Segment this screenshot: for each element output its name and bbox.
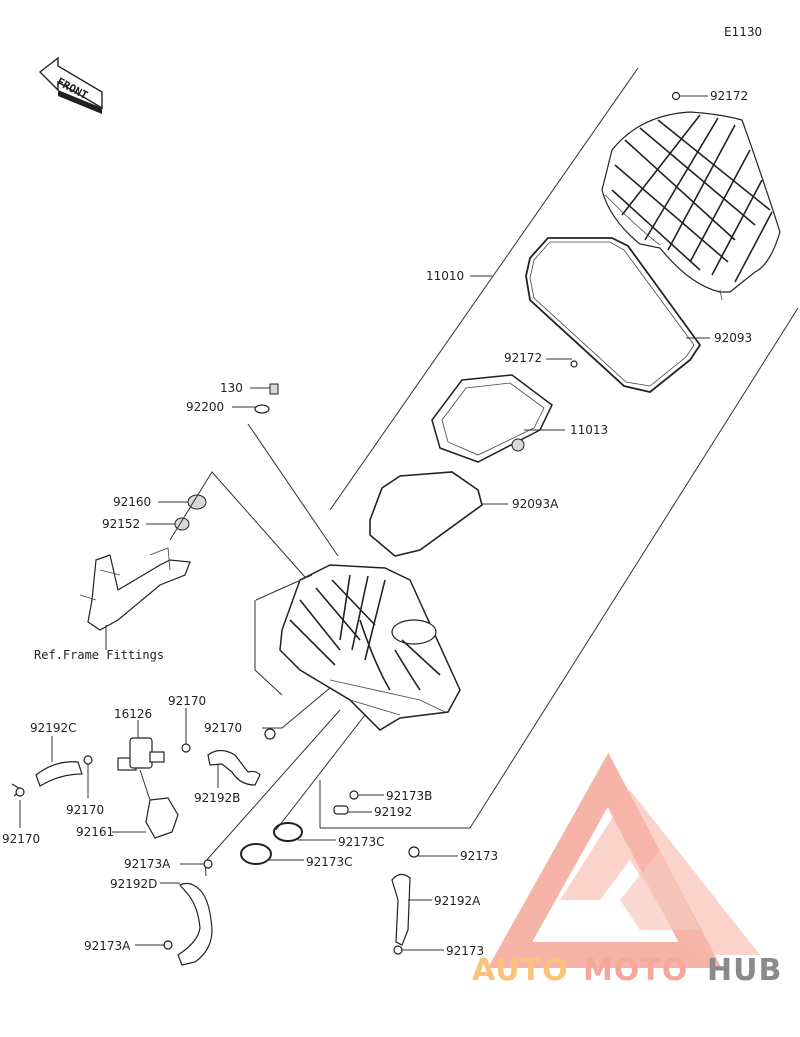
housing-outline-left xyxy=(254,574,313,696)
clip-92173A-bottom xyxy=(163,940,173,950)
bracket-92161 xyxy=(112,797,179,839)
bolt-130 xyxy=(250,383,279,395)
callout-92192D: 92192D xyxy=(110,877,157,891)
callout-92172-mid: 92172 xyxy=(504,351,542,365)
callout-92192B: 92192B xyxy=(194,791,240,805)
assembly-frame-line xyxy=(320,67,799,829)
callout-92173-top: 92173 xyxy=(460,849,498,863)
clip-92170-right xyxy=(264,727,276,740)
leader-92170-right xyxy=(262,687,331,729)
clip-92173A-top xyxy=(203,859,213,869)
clamp-92173C-b xyxy=(240,843,272,865)
callout-11010: 11010 xyxy=(426,269,464,283)
callout-92192: 92192 xyxy=(374,805,412,819)
watermark-logo xyxy=(487,752,760,968)
hose-92192C xyxy=(35,761,83,787)
plug-92192 xyxy=(333,805,372,815)
callout-92173A-top: 92173A xyxy=(124,857,171,871)
clip-92170-left xyxy=(11,783,25,797)
callout-92173C-a: 92173C xyxy=(338,835,385,849)
callout-92192C: 92192C xyxy=(30,721,77,735)
callout-92173A-bottom: 92173A xyxy=(84,939,131,953)
callout-92093: 92093 xyxy=(714,331,752,345)
gasket-92093A xyxy=(369,471,483,557)
watermark-hub: HUB xyxy=(707,953,782,988)
leader-misc xyxy=(135,275,492,946)
air-box-housing xyxy=(279,564,461,731)
hose-92192D xyxy=(177,882,213,966)
callout-92161: 92161 xyxy=(76,825,114,839)
hose-92192B xyxy=(207,749,261,788)
frame-bracket xyxy=(79,547,191,631)
clip-92173B xyxy=(349,790,384,800)
air-filter-element xyxy=(431,360,578,463)
clip-92173-bottom xyxy=(393,945,444,955)
watermark-moto: MOTO xyxy=(583,953,688,988)
clip-92170-mid xyxy=(83,755,93,798)
watermark-auto: AUTO xyxy=(472,953,569,988)
callout-92173-bottom: 92173 xyxy=(446,944,484,958)
diagram-code: E1130 xyxy=(724,25,762,39)
callout-92152: 92152 xyxy=(102,517,140,531)
callout-130: 130 xyxy=(220,381,243,395)
callout-92160: 92160 xyxy=(113,495,151,509)
air-cleaner-cover xyxy=(601,111,781,301)
callout-92173B: 92173B xyxy=(386,789,432,803)
callout-92192A: 92192A xyxy=(434,894,481,908)
callout-92172-top: 92172 xyxy=(710,89,748,103)
grommet-92160 xyxy=(158,494,207,510)
callout-92173C-b: 92173C xyxy=(306,855,353,869)
leader-bracket-lines xyxy=(169,471,313,586)
callout-92200: 92200 xyxy=(186,400,224,414)
leader-bolt-line xyxy=(247,423,339,557)
leader-valve-bracket xyxy=(139,769,151,801)
callout-92093A: 92093A xyxy=(512,497,559,511)
screw-92172-top xyxy=(671,91,708,101)
clamp-92173C-a xyxy=(273,822,303,842)
callout-92170-right: 92170 xyxy=(204,721,242,735)
leader-clamps xyxy=(268,839,336,861)
clip-92173-top xyxy=(408,846,458,858)
hose-92192A xyxy=(391,873,432,946)
callout-92170-left: 92170 xyxy=(2,832,40,846)
front-arrow-icon: FRONT xyxy=(38,56,103,114)
callout-92170-valve: 92170 xyxy=(168,694,206,708)
clip-92170-valve xyxy=(181,708,191,753)
ref-note: Ref.Frame Fittings xyxy=(34,648,164,662)
gasket-92093 xyxy=(525,237,702,393)
callout-16126: 16126 xyxy=(114,707,152,721)
watermark-text: AUTO MOTO HUB xyxy=(472,953,782,988)
valve-16126 xyxy=(117,720,165,771)
collar-92152 xyxy=(146,517,190,531)
callout-92170-mid: 92170 xyxy=(66,803,104,817)
washer-92200 xyxy=(232,404,270,414)
gasket-92093-inner xyxy=(529,241,695,387)
callout-11013: 11013 xyxy=(570,423,608,437)
